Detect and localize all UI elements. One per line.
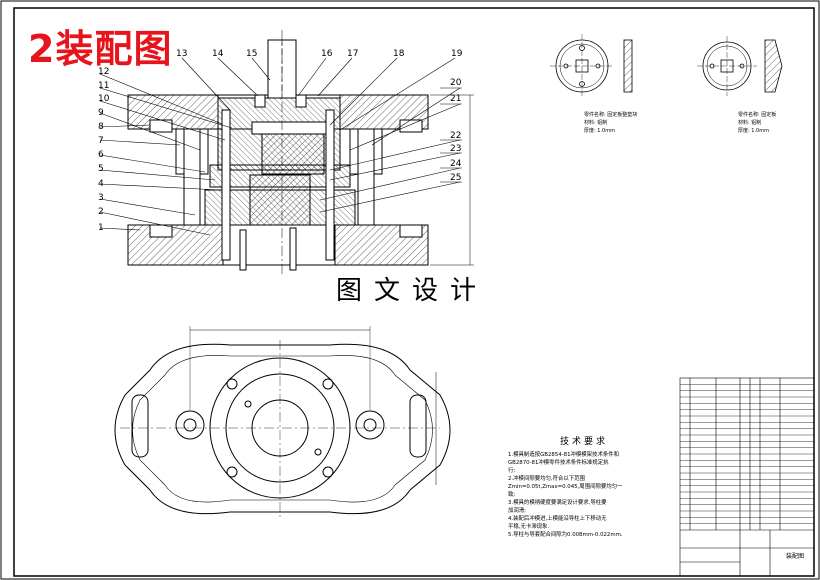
tech-req-line: 1.模具制造按GB2854-81冲模模架技术条件和: [508, 450, 619, 458]
part-num-20: 20: [450, 78, 462, 88]
part-number-labels: 12 11 10 9 8 7 6 5 4 3 2 1 13 14 15 16 1…: [98, 49, 463, 233]
part-num-1: 1: [98, 223, 104, 233]
leader-lines-left: [99, 73, 233, 236]
part-num-3: 3: [98, 193, 104, 203]
part-right-label-0: 零件名称: 固定板: [738, 111, 776, 118]
tech-req-line: 3.模具的模柄硬度要满足设计要求,导柱要: [508, 498, 607, 506]
tech-req-line: 5.导柱与导套配合间隙为0.008mm-0.022mm.: [508, 530, 623, 538]
part-num-22: 22: [450, 131, 461, 141]
title-block-rows: [680, 384, 814, 524]
part-num-11: 11: [98, 81, 109, 91]
tech-req-line: 4.装配后冲模进,上模能沿导柱上下移动无: [508, 514, 607, 522]
watermark-text: 图文设计: [336, 276, 489, 306]
tech-req-line: 2.冲模间隙要均匀,符合以下范围: [508, 474, 585, 482]
title-block: [679, 377, 815, 577]
part-num-17: 17: [347, 49, 358, 59]
part-num-6: 6: [98, 150, 104, 160]
part-num-23: 23: [450, 144, 461, 154]
tech-req-title: 技术要求: [560, 435, 608, 447]
assembly-section-view: [127, 30, 474, 275]
part-detail-left: [550, 34, 633, 98]
part-left-label-0: 零件名称: 固定板整垫块: [584, 111, 637, 118]
part-right-label-2: 厚度: 1.0mm: [738, 127, 769, 134]
title-block-label: 装配图: [786, 552, 804, 560]
part-num-5: 5: [98, 164, 104, 174]
part-num-19: 19: [451, 49, 463, 59]
part-num-4: 4: [98, 179, 104, 189]
part-num-18: 18: [393, 49, 405, 59]
plan-view: [114, 326, 451, 520]
part-num-12: 12: [98, 67, 109, 77]
part-num-9: 9: [98, 108, 104, 118]
part-detail-labels: 零件名称: 固定板整垫块 材料: 铝制 厚度: 1.0mm 零件名称: 固定板 …: [584, 111, 776, 134]
part-num-10: 10: [98, 94, 110, 104]
tech-req-lines: 1.模具制造按GB2854-81冲模模架技术条件和 GB2870-81冲模零件技…: [508, 450, 623, 538]
tech-req-line: 致;: [508, 490, 515, 498]
part-num-16: 16: [321, 49, 333, 59]
part-right-label-1: 材料: 铝制: [738, 119, 761, 126]
part-num-8: 8: [98, 122, 104, 132]
part-num-7: 7: [98, 136, 104, 146]
leader-lines-top: [181, 57, 456, 131]
tech-req-line: 平稳,无卡滞现象.: [508, 522, 549, 530]
drawing-title: 2装配图: [28, 27, 173, 71]
part-num-21: 21: [450, 94, 461, 104]
part-left-label-2: 厚度: 1.0mm: [584, 127, 615, 134]
part-num-15: 15: [246, 49, 257, 59]
tech-req-line: Zmin=0.05t,Zmax=0.045,周围间隙要均匀一: [508, 482, 623, 490]
part-detail-right: [697, 36, 783, 96]
leader-lines-right: [319, 87, 462, 213]
part-num-25: 25: [450, 173, 461, 183]
part-num-24: 24: [450, 159, 462, 169]
part-num-14: 14: [212, 49, 224, 59]
part-num-2: 2: [98, 207, 104, 217]
tech-req-line: GB2870-81冲模零件技术条件标准规定执: [508, 458, 609, 466]
part-num-13: 13: [176, 49, 187, 59]
part-left-label-1: 材料: 铝制: [584, 119, 607, 126]
tech-req-line: 加润滑;: [508, 506, 526, 514]
tech-req-line: 行;: [508, 466, 515, 474]
